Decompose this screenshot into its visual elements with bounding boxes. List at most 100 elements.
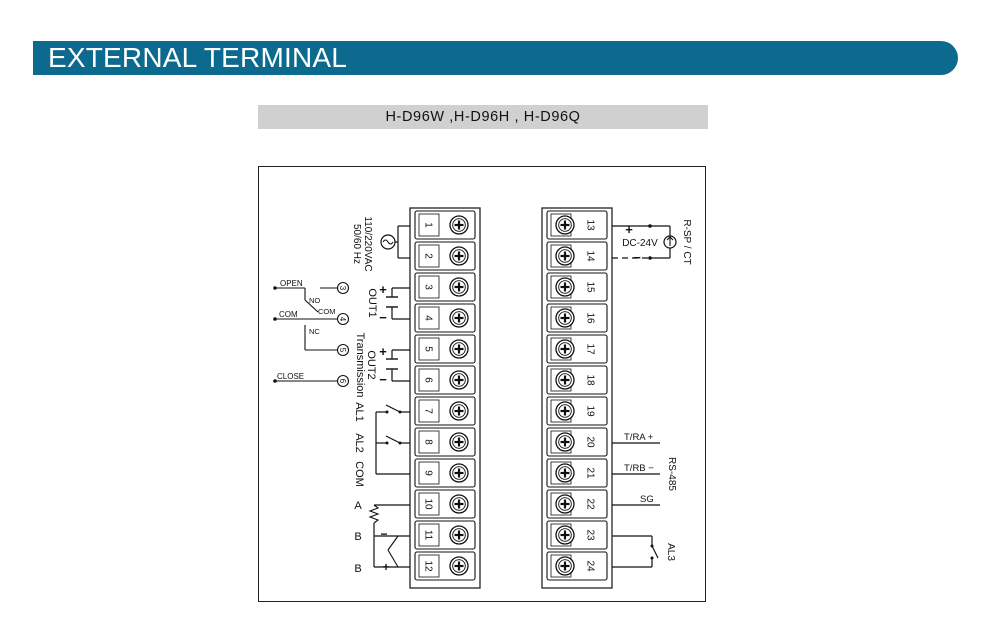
power-label-line1: 110/220VAC [362,216,373,271]
screw-icon [449,494,469,514]
alarm-wiring: AL1 AL2 COM [353,402,410,487]
terminal-21: 21 [546,458,608,488]
terminal-19: 19 [546,396,608,426]
terminal-number: 13 [585,219,596,231]
sensor-a-label: A [354,500,362,512]
terminal-number: 10 [423,498,434,510]
screw-icon [449,308,469,328]
terminal-13: 13 [546,210,608,240]
remote-sp-wiring: + − DC-24V R-SP / CT [612,219,692,265]
out1-minus-sign: − [379,310,387,325]
terminal-10: 10 [414,489,476,519]
screw-icon [555,494,575,514]
valve-close-label: CLOSE [277,372,304,381]
section-header-bar [33,41,958,75]
terminal-number: 9 [423,470,434,476]
terminal-9: 9 [414,458,476,488]
left-terminal-block [409,207,481,589]
out1-plus-sign: + [379,282,387,297]
screw-icon [555,246,575,266]
terminal-number: 7 [423,408,434,414]
valve-com-small-label: COM [318,307,336,316]
terminal-23: 23 [546,520,608,550]
terminal-number: 5 [423,346,434,352]
terminal-number: 17 [585,343,596,355]
out2-label: OUT2 [365,350,377,379]
valve-pin-4-label: 4 [338,317,347,322]
terminal-number: 3 [423,284,434,290]
terminal-20: 20 [546,427,608,457]
screw-icon [449,277,469,297]
tra-label: T/RA + [624,432,654,443]
valve-pin-3-label: 3 [338,286,347,291]
out1-label: OUT1 [366,288,378,317]
screw-icon [449,463,469,483]
terminal-24: 24 [546,551,608,581]
out1-wiring: + − OUT1 [366,282,410,325]
out2-plus-sign: + [379,344,387,359]
screw-icon [449,556,469,576]
sg-label: SG [640,494,654,505]
terminal-15: 15 [546,272,608,302]
valve-wiring: OPEN NO 3 COM COM 4 NC 5 CLOSE 6 [273,279,350,388]
terminal-number: 16 [585,312,596,324]
al3-label: AL3 [665,543,676,561]
terminal-4: 4 [414,303,476,333]
valve-pin-5-icon [336,343,350,357]
power-supply-wiring: 110/220VAC 50/60 Hz [351,216,410,272]
terminal-6: 6 [414,365,476,395]
terminal-number: 23 [585,529,596,541]
terminal-number: 14 [585,250,596,262]
screw-icon [449,246,469,266]
diagram-frame [258,166,706,602]
al2-label: AL2 [353,433,365,453]
terminal-number: 8 [423,439,434,445]
sensor-b2-label: B [354,563,361,575]
screw-icon [449,339,469,359]
rs485-label: RS-485 [666,457,677,491]
terminal-11: 11 [414,520,476,550]
screw-icon [555,463,575,483]
rtd-resistor-icon [368,504,380,524]
terminal-number: 12 [423,560,434,572]
terminal-3: 3 [414,272,476,302]
valve-nc-label: NC [309,327,320,336]
terminal-1: 1 [414,210,476,240]
model-label: H-D96W ,H-D96H , H-D96Q [385,109,581,125]
terminal-18: 18 [546,365,608,395]
terminal-14: 14 [546,241,608,271]
rsp-minus-sign: − [633,250,641,265]
terminal-22: 22 [546,489,608,519]
terminal-8: 8 [414,427,476,457]
section-title: EXTERNAL TERMINAL [48,42,348,73]
al3-wiring: AL3 [612,535,676,568]
terminal-2: 2 [414,241,476,271]
terminal-7: 7 [414,396,476,426]
valve-pin-6-icon [336,374,350,388]
terminal-16: 16 [546,303,608,333]
terminal-number: 22 [585,498,596,510]
screw-icon [449,370,469,390]
screw-icon [449,525,469,545]
rsp-ct-label: R-SP / CT [681,219,692,264]
terminal-5: 5 [414,334,476,364]
terminal-number: 2 [423,253,434,259]
rs485-wiring: T/RA + T/RB − SG RS-485 [612,432,677,506]
valve-pin-5-label: 5 [338,348,347,353]
sensor-b1-label: B [354,531,361,543]
valve-no-label: NO [309,296,320,305]
al1-label: AL1 [353,402,365,422]
terminal-number: 24 [585,560,596,572]
valve-open-label: OPEN [280,279,303,288]
valve-pin-6-label: 6 [338,379,347,384]
screw-icon [555,432,575,452]
screw-icon [449,401,469,421]
screw-icon [555,401,575,421]
screw-icon [449,432,469,452]
screw-icon [555,556,575,576]
terminal-number: 15 [585,281,596,293]
terminal-number: 4 [423,315,434,321]
